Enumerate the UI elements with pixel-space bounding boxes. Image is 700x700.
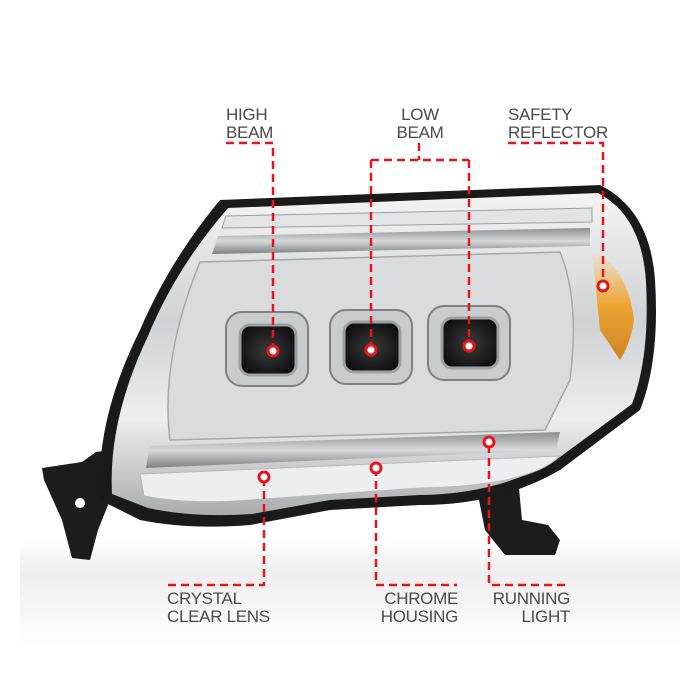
label-low-beam: LOW BEAM (394, 106, 446, 142)
label-line: CHROME (384, 589, 458, 608)
safety-reflector-dot (596, 279, 610, 293)
high-beam-leader (226, 141, 275, 350)
label-line: CRYSTAL (167, 589, 242, 608)
chrome-housing-leader (374, 468, 457, 587)
running-light-leader (487, 445, 570, 587)
label-line: LOW (401, 105, 439, 124)
high-beam-dot (266, 344, 280, 358)
label-crystal-clear-lens: CRYSTAL CLEAR LENS (167, 590, 270, 626)
crystal-clear-lens-dot (257, 470, 271, 484)
label-safety-reflector: SAFETY REFLECTOR (508, 106, 608, 142)
running-light-dot (482, 435, 496, 449)
callout-lines (168, 141, 605, 587)
floor-reflection (20, 540, 680, 650)
label-line: LIGHT (521, 607, 570, 626)
label-chrome-housing: CHROME HOUSING (370, 589, 459, 626)
top-light-bar (212, 228, 590, 254)
label-line: REFLECTOR (508, 123, 608, 142)
amber-safety-reflector (592, 250, 634, 360)
label-line: SAFETY (508, 105, 573, 124)
chrome-housing-dot (369, 461, 383, 475)
low-beam-dot-center (364, 343, 378, 357)
label-line: HOUSING (380, 607, 459, 626)
label-line: BEAM (396, 123, 444, 142)
label-high-beam: HIGH BEAM (226, 106, 273, 142)
label-line: BEAM (226, 123, 273, 142)
bottom-running-light-bar (146, 432, 560, 468)
label-line: RUNNING (492, 589, 571, 608)
label-line: CLEAR LENS (167, 607, 270, 626)
label-line: HIGH (226, 105, 268, 124)
crystal-clear-lens-leader (168, 478, 266, 587)
low-beam-dot-right (462, 339, 476, 353)
safety-reflector-leader (508, 141, 605, 284)
label-running-light: RUNNING LIGHT (488, 589, 571, 626)
right-mount-bracket (478, 478, 560, 555)
callout-dots (257, 279, 610, 484)
